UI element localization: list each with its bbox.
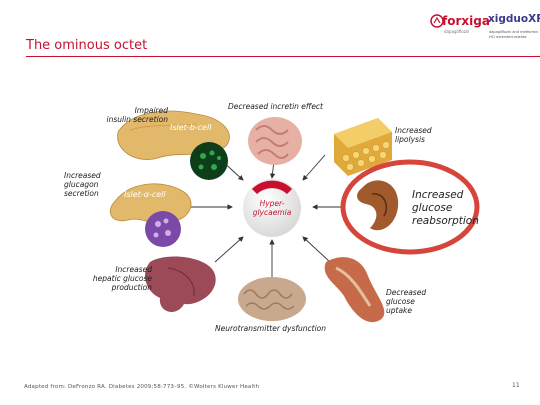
arrow-uptake xyxy=(302,236,331,263)
label-impaired-insulin: Impaired insulin secretion xyxy=(106,106,168,124)
label-uptake: Decreased glucose uptake xyxy=(386,288,427,315)
xigduo-logo-subtext: dapagliflozin and metformin HCl extended… xyxy=(489,30,539,39)
intestine-image xyxy=(248,117,302,165)
label-neurotransmitter: Neurotransmitter dysfunction xyxy=(215,324,327,333)
footer-citation: Adapted from: DeFronzo RA. Diabetes 2009… xyxy=(24,384,260,390)
label-islet-b-cell: Islet-b-cell xyxy=(170,123,212,132)
islet-alpha-cell-image xyxy=(145,211,181,247)
forxiga-logo-text: forxiga xyxy=(442,14,490,28)
page-number: 11 xyxy=(512,382,520,389)
arrow-hepatic xyxy=(214,236,244,263)
label-incretin: Decreased incretin effect xyxy=(228,102,323,111)
islet-b-cell-image xyxy=(190,142,228,180)
adipose-tissue-image xyxy=(334,118,392,176)
center-label: Hyper- glycaemia xyxy=(252,199,292,217)
label-reabsorption: Increased glucose reabsorption xyxy=(412,189,479,227)
reabsorption-highlight-circle xyxy=(340,159,480,255)
liver-image xyxy=(145,256,216,312)
muscle-image xyxy=(324,257,385,323)
arrow-lipolysis xyxy=(302,154,326,181)
label-lipolysis: Increased lipolysis xyxy=(395,126,432,144)
label-glucagon: Increased glucagon secretion xyxy=(64,171,101,198)
xigduo-logo-text: xigduoXR xyxy=(488,13,540,25)
kidney-image xyxy=(357,180,399,231)
slide-title: The ominous octet xyxy=(26,38,148,53)
title-divider xyxy=(26,56,540,57)
hyperglycaemia-center xyxy=(243,179,301,237)
forxiga-logo-subtext: dapagliflozin xyxy=(444,29,470,34)
label-islet-alpha-cell: Islet-α-cell xyxy=(124,190,166,199)
brain-image xyxy=(238,277,306,321)
label-hepatic: Increased hepatic glucose production xyxy=(92,265,152,292)
